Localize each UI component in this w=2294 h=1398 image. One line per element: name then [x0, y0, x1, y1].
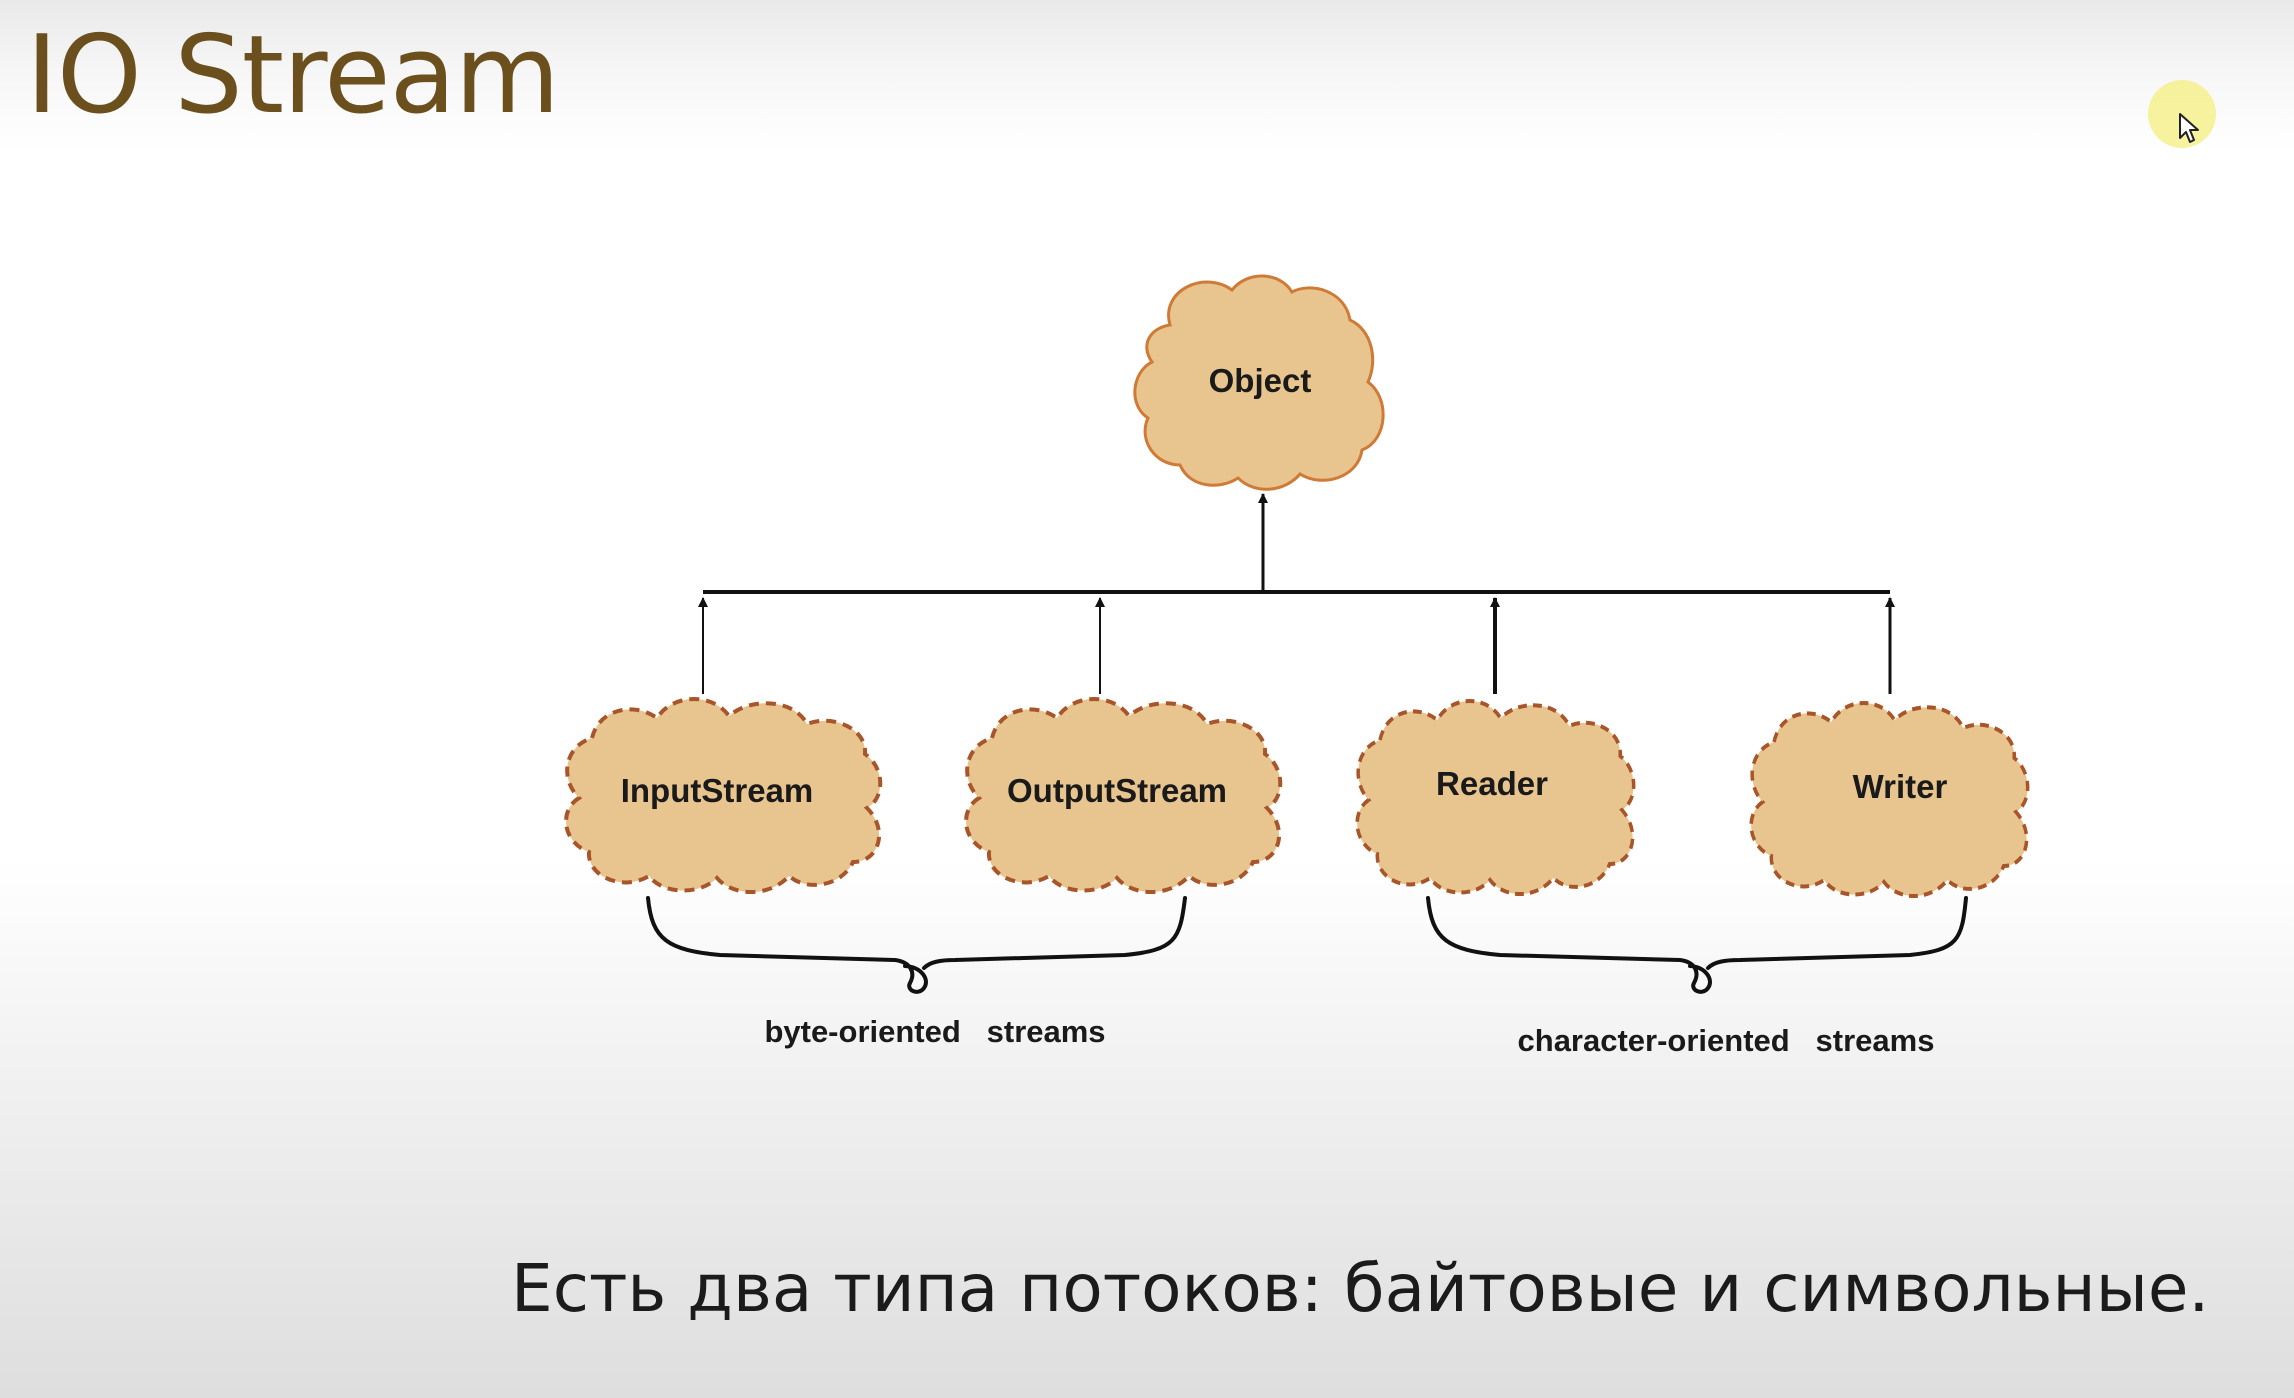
writer-label: Writer [1853, 768, 1948, 805]
writer-node [1749, 701, 2030, 898]
object-node: Object [1133, 274, 1385, 491]
byte-streams-brace [646, 896, 1187, 994]
slide-title: IO Stream [26, 13, 560, 138]
reader-cloud [1355, 699, 1636, 896]
object-label: Object [1209, 362, 1312, 399]
reader-label: Reader [1436, 765, 1548, 802]
outputstream-node: OutputStream [964, 697, 1283, 894]
object-cloud [1133, 274, 1385, 491]
inputstream-cloud [564, 697, 883, 894]
writer-cloud [1749, 701, 2030, 898]
outputstream-cloud [964, 697, 1283, 894]
outputstream-label: OutputStream [1007, 772, 1227, 809]
mouse-pointer-icon [2179, 113, 2199, 143]
character-streams-brace [1426, 896, 1968, 994]
slide-caption: Есть два типа потоков: байтовые и символ… [511, 1250, 2210, 1327]
inputstream-node: InputStream [564, 697, 883, 894]
reader-node [1355, 699, 1636, 896]
byte-streams-label: byte-oriented streams [764, 1014, 1105, 1049]
character-streams-label: character-oriented streams [1518, 1023, 1935, 1058]
inputstream-label: InputStream [621, 772, 814, 809]
